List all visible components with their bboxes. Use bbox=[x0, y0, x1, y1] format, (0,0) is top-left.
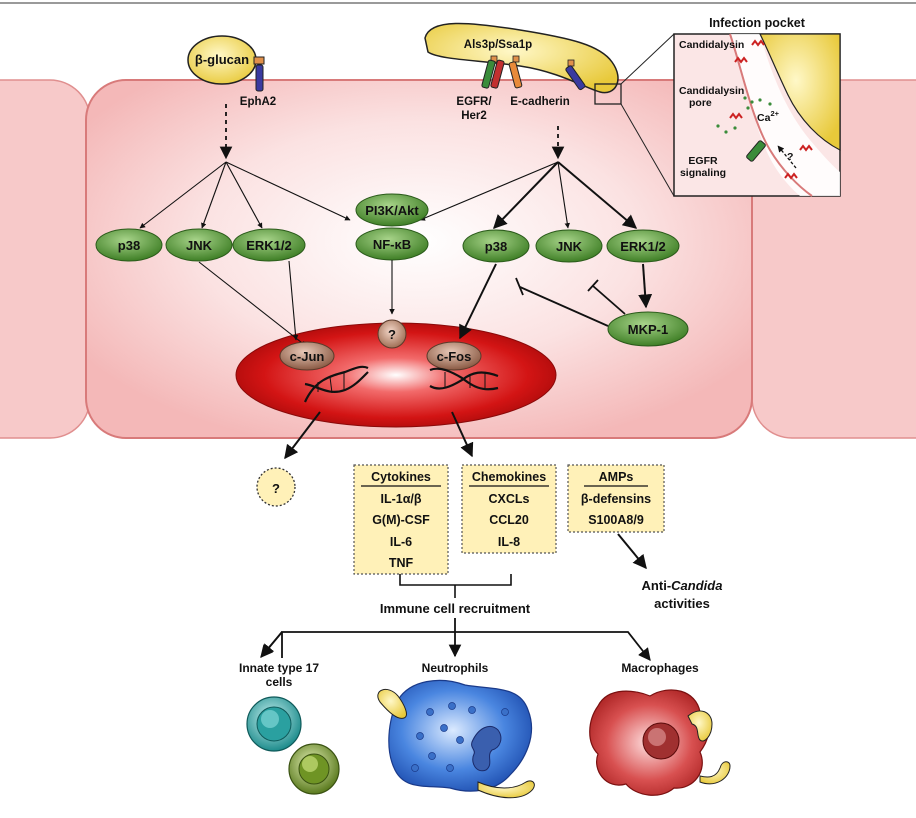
left-fan-arrows bbox=[139, 161, 351, 229]
innate-label-1: Innate type 17 bbox=[239, 661, 319, 675]
epha2-ligand bbox=[253, 56, 265, 65]
innate-cell-teal bbox=[246, 696, 302, 752]
amps-box: AMPs β-defensins S100A8/9 bbox=[567, 464, 665, 533]
zoom-line-bottom bbox=[620, 103, 675, 197]
kinase-right-jnk: JNK bbox=[535, 229, 603, 263]
svg-text:?: ? bbox=[272, 481, 280, 496]
anti-candida-label-2: activities bbox=[654, 596, 710, 611]
svg-text:PI3K/Akt: PI3K/Akt bbox=[365, 203, 419, 218]
calcium-ions bbox=[716, 96, 772, 134]
recruitment-arrows bbox=[260, 618, 651, 661]
svg-text:G(M)-CSF: G(M)-CSF bbox=[372, 513, 430, 527]
ca2-label: Ca2+ bbox=[757, 109, 780, 124]
cfos-node: c-Fos bbox=[426, 341, 482, 371]
nuclear-arrows bbox=[198, 260, 653, 347]
svg-text:IL-6: IL-6 bbox=[390, 535, 412, 549]
egfr-inset-receptor bbox=[746, 140, 766, 162]
svg-text:ERK1/2: ERK1/2 bbox=[620, 239, 666, 254]
egfr-signaling-label-2: signaling bbox=[680, 167, 726, 179]
arrow-to-question bbox=[284, 411, 321, 460]
candidalysin-peptides bbox=[729, 39, 813, 180]
anti-candida-label: Anti-Candida bbox=[642, 578, 723, 593]
immune-recruitment-label: Immune cell recruitment bbox=[380, 601, 531, 616]
neutrophils-label: Neutrophils bbox=[422, 661, 489, 675]
infection-pocket-title: Infection pocket bbox=[709, 16, 806, 30]
neutrophil-cell bbox=[377, 679, 535, 799]
zoom-source-box bbox=[594, 83, 622, 105]
als3p-label: Als3p/Ssa1p bbox=[464, 39, 532, 51]
chemokines-title: Chemokines bbox=[472, 470, 546, 484]
candidalysin-pore-label-1: Candidalysin bbox=[679, 85, 744, 97]
kinase-left-p38: p38 bbox=[95, 228, 163, 262]
svg-text:TNF: TNF bbox=[389, 556, 414, 570]
ecadherin-label: E-cadherin bbox=[510, 96, 569, 108]
beta-glucan-label: β-glucan bbox=[195, 52, 249, 67]
dna-right bbox=[429, 367, 499, 391]
outer-question-node: ? bbox=[256, 467, 296, 507]
svg-text:IL-8: IL-8 bbox=[498, 535, 520, 549]
svg-text:p38: p38 bbox=[485, 239, 507, 254]
candidalysin-label: Candidalysin bbox=[679, 39, 744, 51]
candidalysin-pore-label-2: pore bbox=[689, 97, 712, 109]
right-fan-arrows bbox=[419, 161, 638, 230]
chemokines-box: Chemokines CXCLs CCL20 IL-8 bbox=[461, 464, 557, 554]
svg-text:NF-κB: NF-κB bbox=[373, 237, 411, 252]
svg-text:ERK1/2: ERK1/2 bbox=[246, 238, 292, 253]
ecadherin-receptor bbox=[508, 61, 523, 89]
kinase-left-jnk: JNK bbox=[165, 228, 233, 262]
kinase-mkp1: MKP-1 bbox=[607, 311, 689, 347]
svg-text:JNK: JNK bbox=[186, 238, 213, 253]
cytokines-title: Cytokines bbox=[371, 470, 431, 484]
epha2-receptor-hypha bbox=[565, 65, 586, 91]
dna-left bbox=[303, 365, 369, 403]
amps-arrow bbox=[617, 533, 647, 570]
kinase-left-erk: ERK1/2 bbox=[232, 228, 306, 262]
mkp1-inhibition bbox=[515, 277, 626, 327]
kinase-nfkb: NF-κB bbox=[355, 227, 429, 261]
left-neighbor-cell bbox=[0, 79, 91, 439]
pocket-question-label: ? bbox=[787, 151, 793, 163]
zoom-line-top bbox=[620, 33, 675, 85]
kinase-right-erk: ERK1/2 bbox=[606, 229, 680, 263]
epha2-label: EphA2 bbox=[240, 96, 276, 108]
her2-receptor bbox=[490, 59, 505, 89]
egfr-her2-label-1: EGFR/ bbox=[456, 96, 492, 108]
cytokines-box: Cytokines IL-1α/β G(M)-CSF IL-6 TNF bbox=[353, 464, 449, 575]
svg-text:CXCLs: CXCLs bbox=[489, 492, 530, 506]
svg-text:p38: p38 bbox=[118, 238, 140, 253]
svg-text:?: ? bbox=[388, 327, 396, 342]
arrow-to-outputs bbox=[451, 411, 474, 458]
infection-pocket-inset bbox=[673, 33, 841, 197]
svg-text:β-defensins: β-defensins bbox=[581, 492, 651, 506]
macrophages-label: Macrophages bbox=[621, 661, 699, 675]
egfr-signaling-label-1: EGFR bbox=[688, 155, 718, 167]
amps-title: AMPs bbox=[599, 470, 634, 484]
kinase-right-p38: p38 bbox=[462, 229, 530, 263]
epha2-receptor bbox=[255, 64, 264, 92]
svg-text:JNK: JNK bbox=[556, 239, 583, 254]
egfr-receptor-a bbox=[481, 59, 496, 89]
egfr-her2-label-2: Her2 bbox=[461, 110, 487, 122]
svg-text:S100A8/9: S100A8/9 bbox=[588, 513, 644, 527]
svg-text:CCL20: CCL20 bbox=[489, 513, 529, 527]
innate-cell-olive bbox=[288, 743, 340, 795]
kinase-pi3k: PI3K/Akt bbox=[355, 193, 429, 227]
recruitment-bracket bbox=[399, 574, 512, 598]
svg-text:IL-1α/β: IL-1α/β bbox=[380, 492, 421, 506]
epithelial-cell bbox=[85, 79, 753, 439]
innate-label-2: cells bbox=[266, 675, 293, 689]
svg-text:MKP-1: MKP-1 bbox=[628, 322, 668, 337]
nucleus-question-node: ? bbox=[377, 319, 407, 349]
svg-text:c-Jun: c-Jun bbox=[290, 349, 325, 364]
cjun-node: c-Jun bbox=[279, 341, 335, 371]
macrophage-cell bbox=[589, 689, 731, 796]
svg-text:c-Fos: c-Fos bbox=[437, 349, 472, 364]
